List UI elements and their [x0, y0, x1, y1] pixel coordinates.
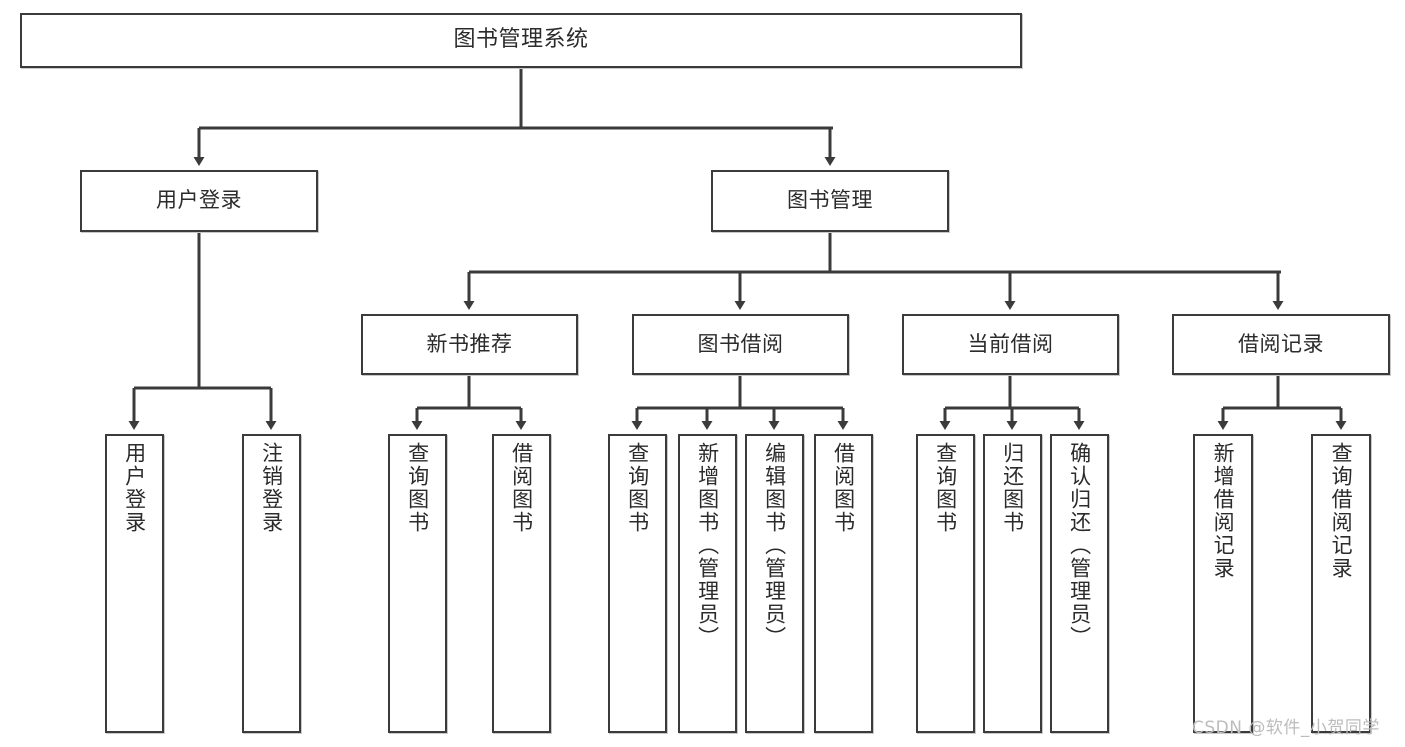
- node-label: 新增借阅记录: [1211, 442, 1236, 580]
- node-label: 编辑图书（管理员）: [762, 442, 787, 649]
- node-book-borrow[interactable]: 图书借阅: [632, 314, 849, 375]
- node-label: 图书借阅: [697, 331, 784, 356]
- node-label: 确认归还（管理员）: [1067, 442, 1092, 649]
- node-label: 当前借阅: [967, 331, 1054, 356]
- leaf-query-book-recommend[interactable]: 查询图书: [388, 434, 447, 733]
- leaf-logout[interactable]: 注销登录: [242, 434, 301, 733]
- node-borrow-record[interactable]: 借阅记录: [1172, 314, 1390, 375]
- node-label: 借阅图书: [831, 442, 856, 534]
- node-current-borrow[interactable]: 当前借阅: [902, 314, 1119, 375]
- leaf-return-book[interactable]: 归还图书: [983, 434, 1042, 733]
- node-label: 借阅记录: [1238, 331, 1324, 356]
- leaf-query-book-current[interactable]: 查询图书: [916, 434, 975, 733]
- node-label: 注销登录: [259, 442, 284, 534]
- node-new-book-recommend[interactable]: 新书推荐: [361, 314, 578, 375]
- node-label: 图书管理: [787, 188, 873, 213]
- leaf-add-book-admin[interactable]: 新增图书（管理员）: [678, 434, 737, 733]
- leaf-user-login[interactable]: 用户登录: [105, 434, 164, 733]
- node-label: 新书推荐: [426, 331, 513, 356]
- leaf-borrow-book[interactable]: 借阅图书: [814, 434, 873, 733]
- node-label: 图书管理系统: [453, 27, 589, 53]
- node-label: 用户登录: [156, 188, 242, 213]
- leaf-borrow-book-recommend[interactable]: 借阅图书: [492, 434, 551, 733]
- node-user-login[interactable]: 用户登录: [80, 170, 318, 232]
- node-label: 用户登录: [122, 442, 147, 534]
- node-label: 借阅图书: [509, 442, 534, 534]
- leaf-add-borrow-record[interactable]: 新增借阅记录: [1193, 434, 1253, 733]
- node-root-book-management-system[interactable]: 图书管理系统: [20, 13, 1022, 68]
- node-label: 查询图书: [625, 442, 650, 534]
- leaf-query-book-borrow[interactable]: 查询图书: [608, 434, 667, 733]
- node-book-management[interactable]: 图书管理: [711, 170, 949, 232]
- node-label: 新增图书（管理员）: [695, 442, 720, 649]
- node-label: 查询图书: [933, 442, 958, 534]
- leaf-edit-book-admin[interactable]: 编辑图书（管理员）: [745, 434, 804, 733]
- watermark: CSDN @软件_小贺同学: [1192, 718, 1380, 738]
- leaf-query-borrow-record[interactable]: 查询借阅记录: [1311, 434, 1371, 733]
- leaf-confirm-return-admin[interactable]: 确认归还（管理员）: [1050, 434, 1109, 733]
- node-label: 查询借阅记录: [1329, 442, 1354, 580]
- node-label: 归还图书: [1000, 442, 1025, 534]
- node-label: 查询图书: [405, 442, 430, 534]
